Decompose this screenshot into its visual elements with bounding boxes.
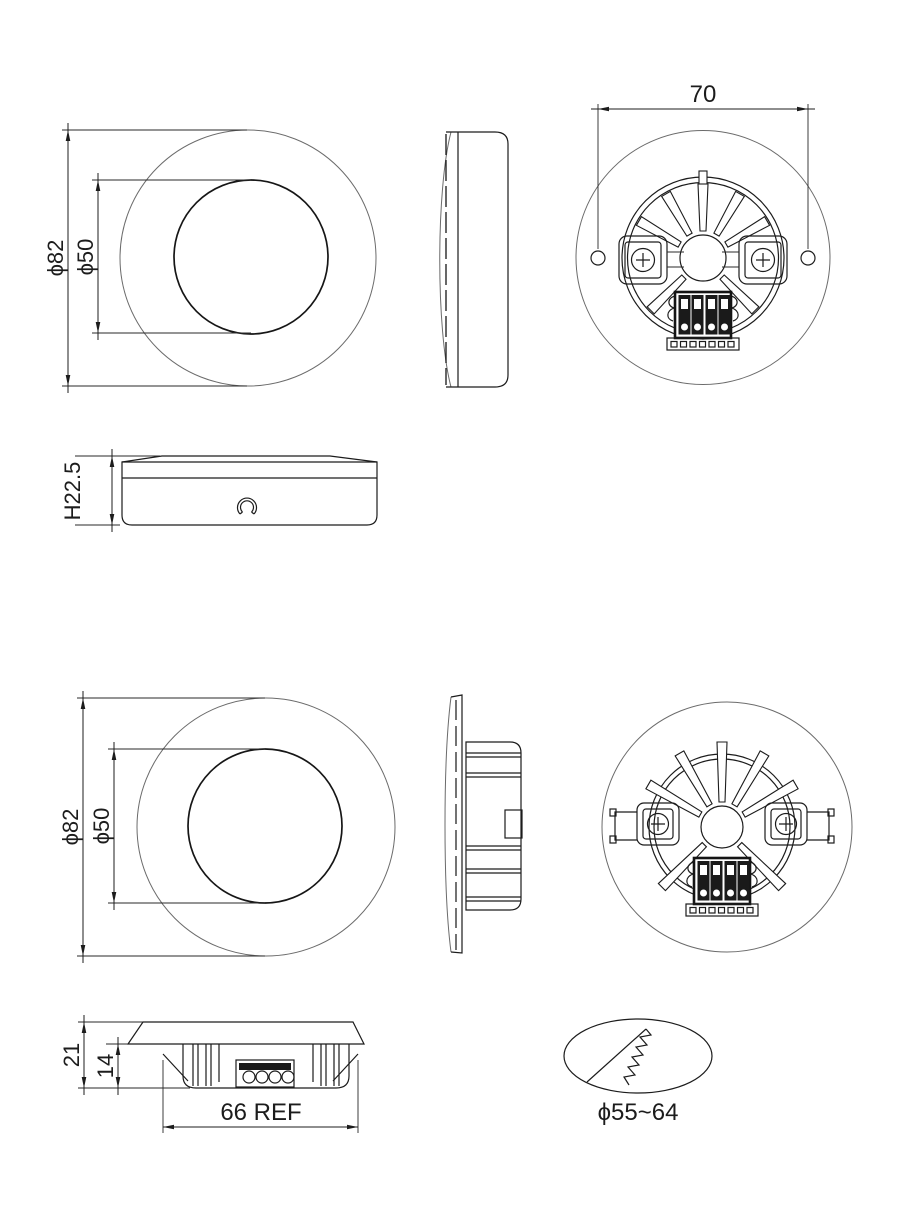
screw-head — [750, 247, 776, 273]
center-hub-hole — [700, 805, 744, 849]
lens-circle — [173, 179, 329, 335]
terminal-block — [685, 856, 759, 917]
surface-side-view — [439, 131, 509, 388]
mounting-hole-left — [590, 250, 606, 266]
dim-hole-spacing: 70 — [591, 81, 815, 249]
bezel-profile-arc — [444, 696, 452, 953]
flange-outline — [126, 1021, 365, 1045]
outer-rim-circle — [136, 697, 396, 957]
dim-label-hole-spacing: 70 — [690, 81, 717, 108]
terminal-strip — [235, 1059, 295, 1088]
body-outline — [446, 131, 509, 388]
mount-body-outline — [182, 1044, 350, 1089]
screw-head — [630, 247, 656, 273]
mounting-hole-right — [800, 250, 816, 266]
dim-surface-height: H22.5 — [60, 449, 160, 532]
flush-front-view: ϕ82 ϕ50 — [58, 691, 396, 963]
screw-plate-right — [764, 802, 808, 846]
flush-rear-view — [601, 701, 853, 953]
dim-label-ceiling-cutout: ϕ55~64 — [598, 1099, 679, 1126]
mount-body-outline — [465, 741, 522, 911]
dim-label-surface-height: H22.5 — [60, 462, 85, 521]
chassis-spokes — [635, 170, 771, 315]
dim-label-flush-body-width: 66 REF — [220, 1099, 301, 1126]
body-outline — [121, 461, 378, 526]
dim-surface-outer-diameter: ϕ82 — [43, 123, 247, 393]
screw-plate-left — [636, 802, 680, 846]
dim-label-flush-outer-diameter: ϕ82 — [58, 809, 83, 846]
spring-wires — [162, 1053, 359, 1082]
saw-cut-zigzag — [623, 1028, 653, 1086]
cut-line — [586, 1028, 647, 1083]
dim-label-flush-recess-depth: 14 — [93, 1054, 118, 1078]
screw-cross-icon — [651, 817, 665, 831]
dim-flush-recess-depth: 14 — [93, 1037, 128, 1095]
mount-body-ribs — [192, 1044, 340, 1086]
spring-clip-left — [609, 808, 637, 844]
flush-side-view — [444, 694, 523, 954]
surface-rear-view: 70 — [575, 81, 831, 385]
bezel-plate — [450, 694, 463, 954]
center-hub-hole — [679, 234, 727, 282]
latch-tab — [504, 809, 523, 839]
screw-cross-icon — [779, 817, 793, 831]
lens-circle — [187, 748, 343, 904]
flush-profile-view: 21 14 66 REF — [59, 1015, 365, 1133]
terminal-base-strip — [666, 337, 740, 351]
dim-flush-inner-diameter: ϕ50 — [89, 742, 265, 910]
screw-cross-icon — [636, 253, 650, 267]
surface-height-view: H22.5 — [60, 449, 378, 532]
cutout-ellipse — [563, 1018, 713, 1094]
dim-label-flush-inner-diameter: ϕ50 — [89, 808, 114, 845]
dim-label-surface-outer-diameter: ϕ82 — [43, 240, 68, 277]
mount-body-ribs — [466, 752, 521, 902]
dim-flush-body-width: 66 REF — [162, 1060, 359, 1133]
screw-cross-icon — [756, 253, 770, 267]
screw-plate-right — [722, 235, 788, 285]
dim-flush-outer-diameter: ϕ82 — [58, 691, 265, 963]
dim-surface-inner-diameter: ϕ50 — [73, 173, 251, 340]
baseplate-circle — [575, 130, 831, 385]
terminal-block — [666, 290, 740, 351]
surface-front-view: ϕ82 ϕ50 — [43, 123, 377, 393]
spring-clip-right — [807, 808, 835, 844]
c-clip-detail — [236, 497, 258, 515]
outer-rim-circle — [119, 129, 377, 387]
dim-label-flush-total-height: 21 — [59, 1043, 84, 1067]
dim-label-surface-inner-diameter: ϕ50 — [73, 239, 98, 276]
dome-top-line — [121, 455, 378, 463]
screw-head — [646, 812, 670, 836]
terminal-base-strip — [685, 903, 759, 917]
screw-head — [774, 812, 798, 836]
bezel-circle — [601, 701, 853, 953]
screw-plate-left — [618, 235, 684, 285]
top-locating-tab — [698, 170, 708, 185]
dim-flush-total-height: 21 — [59, 1015, 190, 1095]
ceiling-cutout-view: ϕ55~64 — [563, 1018, 713, 1126]
